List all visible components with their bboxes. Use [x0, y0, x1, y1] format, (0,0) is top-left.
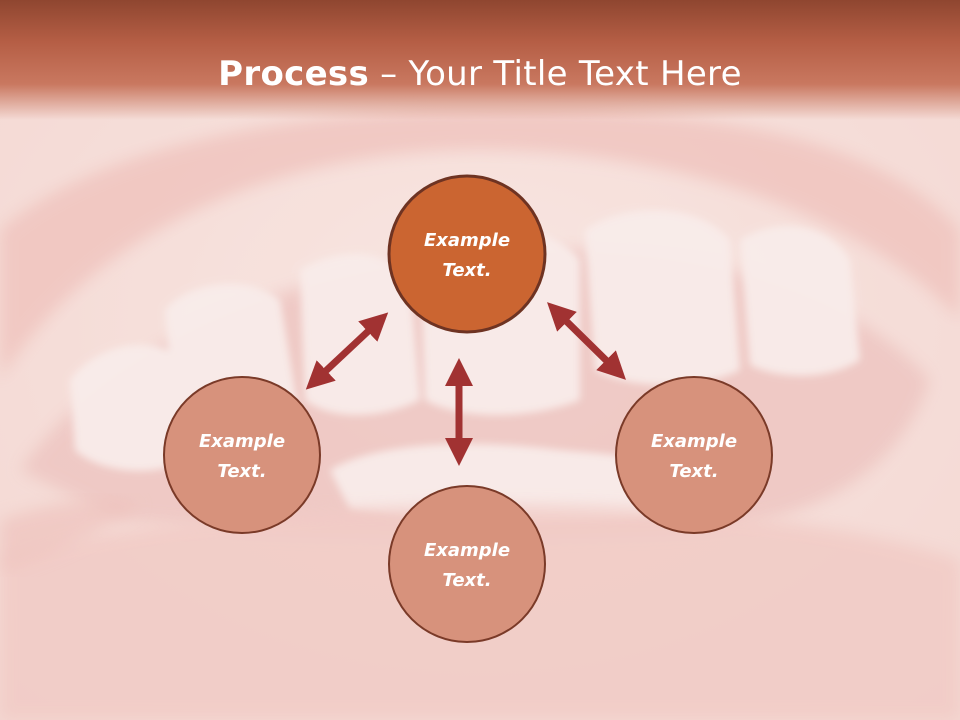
title-bold: Process: [218, 54, 370, 94]
node-bottom-line2: Text.: [442, 570, 491, 591]
node-top-line1: Example: [424, 230, 510, 251]
title-separator: –: [369, 54, 409, 94]
node-left: Example Text.: [163, 376, 321, 534]
node-left-line2: Text.: [217, 461, 266, 482]
node-left-line1: Example: [199, 431, 285, 452]
node-top: Example Text.: [387, 174, 547, 334]
node-bottom-line1: Example: [424, 540, 510, 561]
title-bar: [0, 0, 960, 120]
node-right-line2: Text.: [669, 461, 718, 482]
node-bottom: Example Text.: [388, 485, 546, 643]
arrow-top-left: [305, 312, 389, 390]
slide-title: Process – Your Title Text Here: [0, 50, 960, 98]
node-top-line2: Text.: [442, 260, 491, 281]
node-right: Example Text.: [615, 376, 773, 534]
title-rest: Your Title Text Here: [408, 54, 742, 94]
arrow-top-right: [547, 302, 626, 380]
node-right-line1: Example: [651, 431, 737, 452]
